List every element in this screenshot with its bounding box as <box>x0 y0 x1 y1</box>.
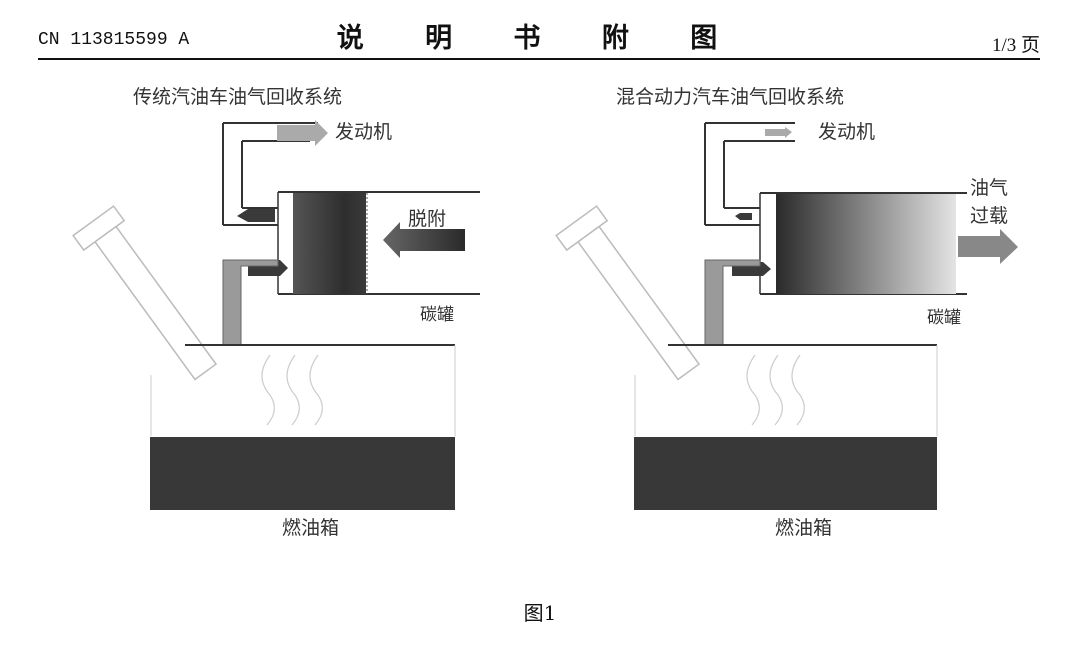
desorption-arrow <box>383 222 465 258</box>
panel-title: 传统汽油车油气回收系统 <box>133 86 342 108</box>
overload-arrow <box>958 229 1018 264</box>
vapor-squiggles <box>746 354 805 426</box>
panel-traditional: 传统汽油车油气回收系统 发动机 脱附 碳罐 <box>72 86 480 539</box>
canister-label: 碳罐 <box>420 305 454 325</box>
overload-label-line2: 过载 <box>970 205 1008 227</box>
canister-label: 碳罐 <box>927 308 961 328</box>
filler-neck <box>72 205 218 381</box>
canister <box>759 192 967 295</box>
engine-pipe <box>704 122 795 226</box>
panel-title: 混合动力汽车油气回收系统 <box>616 86 844 108</box>
panel-hybrid: 混合动力汽车油气回收系统 发动机 油气 过载 碳罐 <box>555 86 1018 539</box>
publication-number: CN 113815599 A <box>38 30 190 50</box>
figure-caption: 图1 <box>523 601 557 625</box>
tank-label: 燃油箱 <box>282 517 339 539</box>
fuel-tank <box>634 344 938 510</box>
tank-label: 燃油箱 <box>775 517 832 539</box>
engine-label: 发动机 <box>818 121 875 143</box>
overload-label-line1: 油气 <box>970 177 1008 199</box>
fuel-tank <box>150 344 456 510</box>
arrow-from-canister <box>735 213 752 220</box>
vapor-squiggles <box>261 354 323 426</box>
page-number: 1/3 页 <box>991 35 1040 56</box>
canister <box>277 191 480 295</box>
desorption-label: 脱附 <box>408 208 446 230</box>
page-title: 说 明 书 附 图 <box>336 23 744 54</box>
header-rule <box>38 58 1040 60</box>
engine-label: 发动机 <box>335 121 392 143</box>
filler-neck <box>555 205 701 381</box>
arrow-to-engine <box>765 127 792 138</box>
arrow-to-engine <box>277 120 328 146</box>
arrow-from-canister <box>237 209 275 222</box>
